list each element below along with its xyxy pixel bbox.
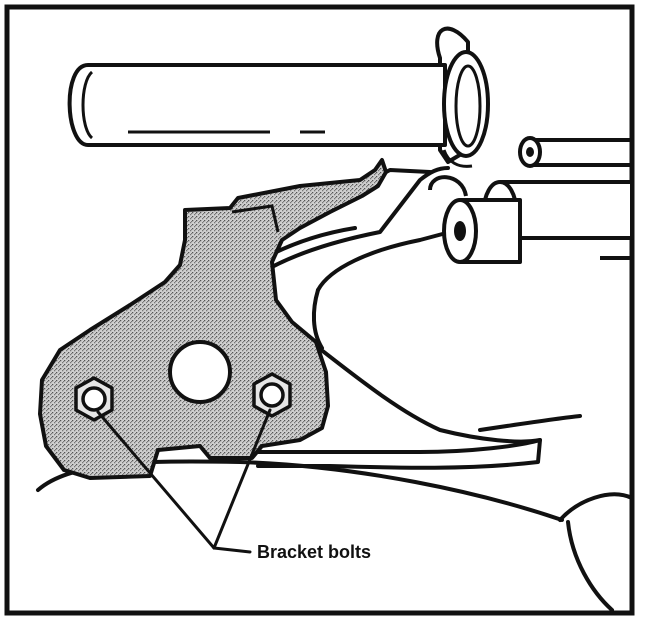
center-hole xyxy=(168,340,232,404)
upper-tube xyxy=(67,26,490,168)
pivot-rods xyxy=(428,136,634,264)
callout-leaders xyxy=(96,408,272,554)
bracket-bolt-left xyxy=(74,376,114,422)
bracket-bolt-right xyxy=(252,372,292,418)
bracket xyxy=(38,158,388,480)
callout-label-bracket-bolts: Bracket bolts xyxy=(257,542,371,562)
